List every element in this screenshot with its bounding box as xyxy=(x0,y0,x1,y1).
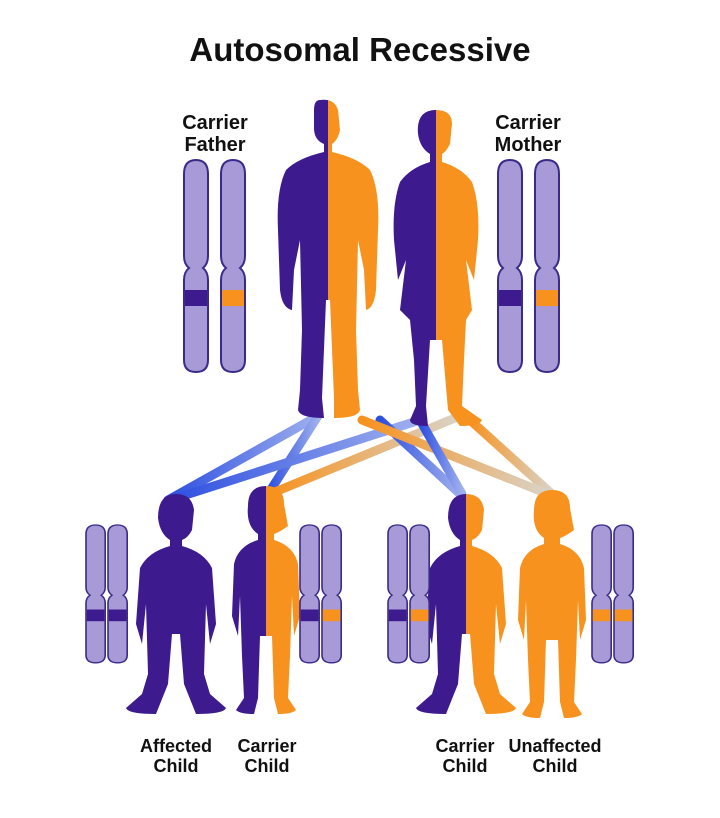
mother-label-line2: Mother xyxy=(494,134,562,156)
carrier-child-1-figure xyxy=(232,486,300,714)
father-chromosomes xyxy=(183,159,246,373)
child-label-unaffected: Unaffected Child xyxy=(480,736,630,777)
carrier-child-2-figure xyxy=(416,494,516,714)
line-father-carrier-1 xyxy=(263,411,323,499)
line-father-unaffected xyxy=(357,415,553,499)
child-label-line1: Unaffected xyxy=(508,736,602,756)
unaffected-child-chromosomes xyxy=(591,524,635,664)
affected-child-figure xyxy=(126,494,226,714)
father-label-line2: Father xyxy=(184,134,246,156)
child-label-line1: Carrier xyxy=(237,736,297,756)
child-label-line2: Child xyxy=(153,755,199,776)
mother-figure xyxy=(393,110,482,426)
father-label-line1: Carrier xyxy=(182,112,248,134)
child-label-affected: Affected Child xyxy=(101,736,251,777)
father-figure xyxy=(277,99,379,418)
carrier-child-1-chromosomes xyxy=(299,524,343,664)
carrier-child-2-chromosomes xyxy=(387,524,431,664)
child-label-line1: Carrier xyxy=(435,736,495,756)
child-label-line2: Child xyxy=(244,755,290,776)
child-label-line2: Child xyxy=(442,755,488,776)
father-label: Carrier Father xyxy=(145,112,285,156)
mother-chromosomes xyxy=(497,159,560,373)
child-label-line1: Affected xyxy=(139,736,212,756)
inheritance-lines xyxy=(163,411,557,505)
mother-label-line1: Carrier xyxy=(495,112,561,134)
child-label-line2: Child xyxy=(532,755,578,776)
diagram-title: Autosomal Recessive xyxy=(189,31,531,68)
line-father-affected xyxy=(163,411,323,505)
line-mother-carrier-2 xyxy=(415,415,467,499)
unaffected-child-figure xyxy=(518,490,586,718)
line-mother-unaffected xyxy=(465,415,557,499)
line-mother-affected xyxy=(165,415,425,505)
child-label-carrier-1: Carrier Child xyxy=(192,736,342,777)
affected-child-chromosomes xyxy=(85,524,128,664)
mother-label: Carrier Mother xyxy=(458,112,598,156)
child-label-carrier-2: Carrier Child xyxy=(390,736,540,777)
